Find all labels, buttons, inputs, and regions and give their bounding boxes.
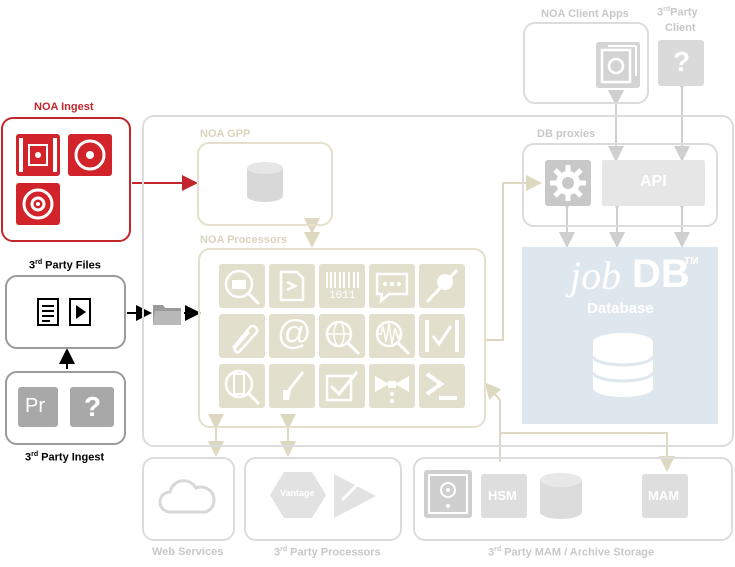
- storage-database-icon: [537, 472, 585, 520]
- barcode-icon: 1011: [319, 264, 365, 308]
- ingest-box: [1, 117, 131, 242]
- third-processors-title: 3rd Party Processors: [274, 546, 381, 559]
- mam-box: [413, 457, 733, 541]
- plug-icon: [419, 264, 465, 308]
- client-apps-box: [523, 22, 649, 104]
- jobdb-logo: job DB TM: [570, 252, 699, 298]
- document-icon: [36, 297, 62, 327]
- third-processors-box: [244, 457, 402, 541]
- client-apps-title: NOA Client Apps: [541, 8, 629, 20]
- mam-label-box: MAM: [642, 474, 688, 518]
- db-proxies-title: DB proxies: [537, 128, 596, 140]
- processors-title: NOA Processors: [200, 234, 288, 246]
- film-search-icon: [219, 364, 265, 408]
- archive-drive-icon: [424, 470, 472, 518]
- search-folder-icon: [219, 264, 265, 308]
- web-services-box: [142, 457, 235, 541]
- paperclip-icon: [219, 314, 265, 358]
- chat-bubble-icon: [369, 264, 415, 308]
- files-title: 3rd Party Files: [29, 259, 101, 272]
- video-file-icon: [16, 134, 60, 176]
- premiere-icon: Pr: [18, 387, 58, 427]
- video-doc-icon: [68, 297, 94, 327]
- arrow-processors-to-proxies: [486, 175, 542, 341]
- disc-icon: [68, 134, 112, 176]
- ingest-title: NOA Ingest: [34, 101, 94, 113]
- web-services-title: Web Services: [152, 546, 224, 558]
- third-client-icon: ?: [658, 40, 704, 86]
- jobdb-database-icon: [590, 332, 656, 398]
- cloud-icon: [156, 474, 218, 520]
- platform-container: [142, 115, 734, 447]
- terminal-icon: [419, 364, 465, 408]
- processors-box: [198, 248, 486, 428]
- file-transfer-icon: [269, 264, 315, 308]
- unknown-app-icon: ?: [70, 387, 114, 427]
- vantage-icon: Vantage: [270, 470, 326, 520]
- gear-icon: [545, 160, 591, 206]
- gpp-box: [197, 142, 333, 226]
- mam-title: 3rd Party MAM / Archive Storage: [488, 546, 655, 559]
- database-icon: [243, 160, 287, 204]
- arrow-storage-to-processors: [484, 382, 502, 462]
- jobdb-subtitle: Database: [587, 300, 654, 317]
- play-logo-icon: [330, 470, 380, 520]
- api-box: API: [602, 160, 705, 206]
- checkbox-icon: [319, 364, 365, 408]
- third-ingest-title: 3rd Party Ingest: [25, 451, 105, 464]
- files-box: [5, 275, 126, 349]
- at-sign-icon: @: [269, 314, 315, 358]
- third-client-title-1: 3rdParty: [657, 6, 698, 19]
- waveform-icon: [369, 314, 415, 358]
- web-search-icon: [319, 314, 365, 358]
- gpp-title: NOA GPP: [200, 128, 251, 140]
- third-ingest-box: [5, 371, 126, 445]
- third-client-title-2: Client: [665, 22, 696, 34]
- bow-tie-icon: [369, 364, 415, 408]
- client-app-icon: [596, 42, 640, 88]
- folder-icon: [152, 300, 182, 326]
- video-check-icon: [419, 314, 465, 358]
- film-reel-icon: [16, 183, 60, 225]
- db-proxies-box: [522, 143, 718, 227]
- hsm-box: HSM: [481, 474, 527, 518]
- brush-icon: [269, 364, 315, 408]
